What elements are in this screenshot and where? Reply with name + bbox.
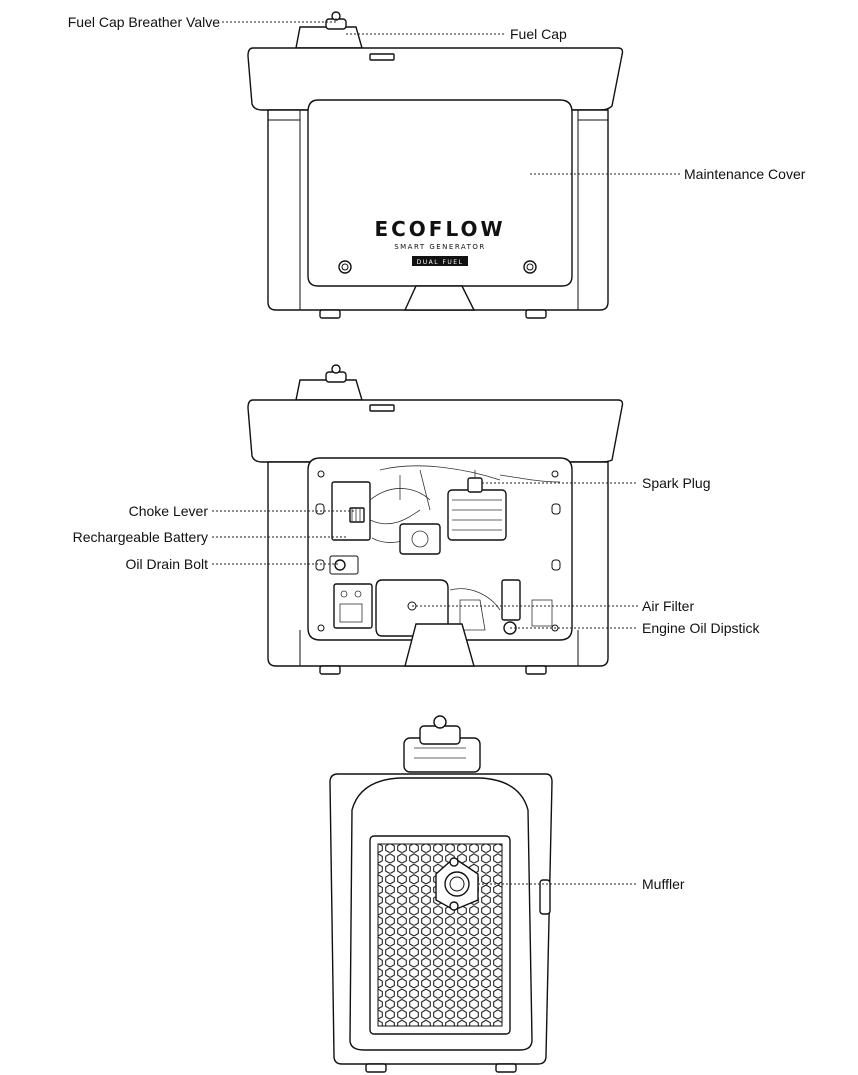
foot-left (319, 309, 341, 319)
fuel-cap-base (295, 26, 363, 49)
label-choke-lever: Choke Lever (129, 503, 209, 519)
label-air-filter: Air Filter (642, 598, 694, 614)
label-spark-plug: Spark Plug (642, 475, 710, 491)
maintenance-cover (307, 99, 573, 287)
top-housing-open (247, 399, 624, 463)
oil-drain-bolt (334, 559, 346, 571)
brand-logo: ECOFLOW (374, 217, 505, 241)
label-maintenance-cover: Maintenance Cover (684, 166, 806, 182)
brand-subtitle: SMART GENERATOR (394, 243, 486, 251)
cover-screw-right-icon (523, 260, 537, 274)
label-oil-drain-bolt: Oil Drain Bolt (126, 556, 209, 572)
label-engine-oil-dipstick: Engine Oil Dipstick (642, 620, 760, 636)
top-handle-slot (369, 53, 395, 61)
spark-plug (467, 477, 483, 493)
front-view: ECOFLOW SMART GENERATOR DUAL FUEL (247, 11, 624, 319)
foot-right (525, 309, 547, 319)
callouts: Fuel Cap Breather Valve Fuel Cap Mainten… (68, 14, 806, 892)
dual-fuel-badge-text: DUAL FUEL (417, 259, 464, 266)
label-rechargeable-battery: Rechargeable Battery (73, 529, 208, 545)
engine-cylinder (447, 489, 507, 541)
mounting-holes (315, 470, 561, 632)
cover-screw-left-icon (338, 260, 352, 274)
label-fuel-cap-breather-valve: Fuel Cap Breather Valve (68, 14, 220, 30)
label-muffler: Muffler (642, 876, 685, 892)
label-fuel-cap: Fuel Cap (510, 26, 567, 42)
open-view (247, 364, 624, 675)
side-view (329, 715, 553, 1073)
front-handle (403, 285, 476, 311)
dual-fuel-badge (412, 256, 468, 266)
